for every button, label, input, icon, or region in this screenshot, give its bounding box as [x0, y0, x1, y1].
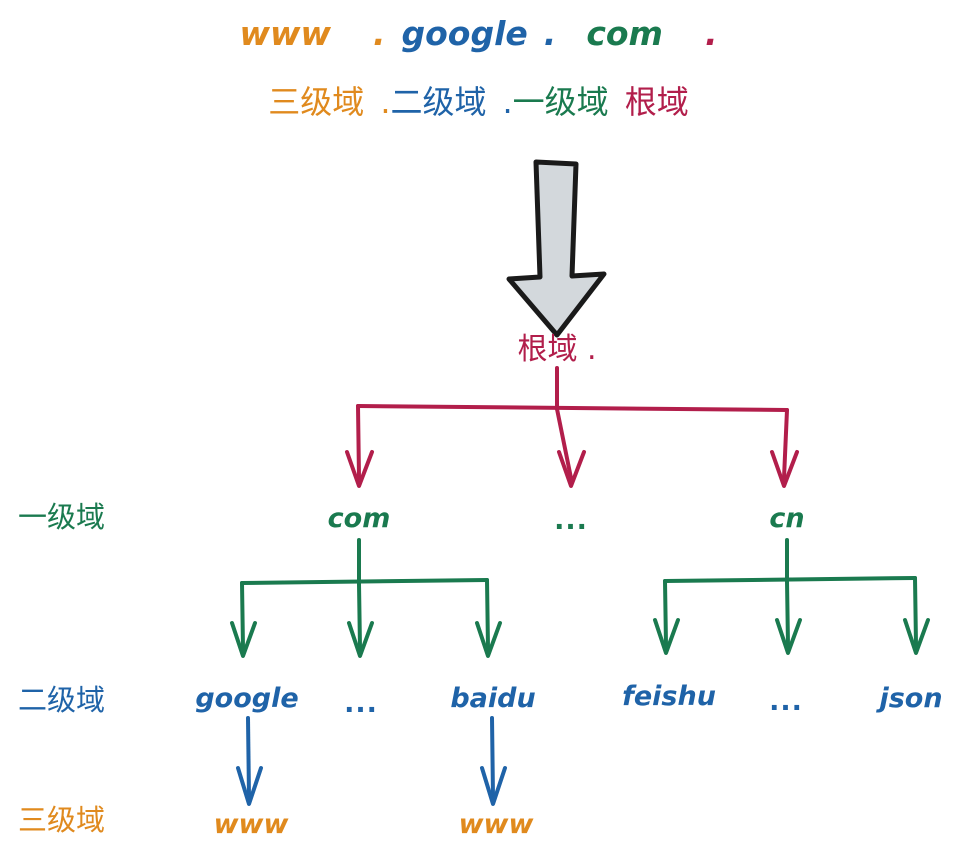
node-third-www-baidu[interactable]: www: [458, 809, 534, 840]
level-label-second: 二级域: [18, 683, 106, 717]
legend-second-level: 二级域: [390, 83, 487, 121]
level-label-first: 一级域: [18, 500, 106, 534]
node-tld-cn[interactable]: cn: [769, 503, 805, 534]
legend-dot-2: .: [502, 83, 513, 121]
node-sld-baidu[interactable]: baidu: [450, 683, 536, 714]
node-sld-ellipsis-right: ...: [769, 686, 803, 717]
node-sld-feishu[interactable]: feishu: [622, 681, 716, 712]
domain-dot-3: .: [704, 14, 718, 53]
legend-root-level: 根域: [624, 83, 689, 121]
legend-first-level: 一级域: [512, 83, 609, 121]
node-sld-google[interactable]: google: [195, 683, 299, 714]
domain-part-www: www: [239, 14, 331, 53]
level-label-third: 三级域: [18, 803, 106, 837]
domain-dot-1: .: [372, 14, 386, 53]
legend-dot-1: .: [380, 83, 391, 121]
node-third-www-google[interactable]: www: [213, 809, 289, 840]
node-tld-com[interactable]: com: [327, 503, 391, 534]
node-tld-ellipsis: ...: [554, 505, 588, 536]
domain-example-row: www. google. com.: [0, 14, 957, 53]
node-sld-ellipsis-left: ...: [344, 688, 378, 719]
legend-third-level: 三级域: [268, 83, 365, 121]
domain-dot-2: .: [543, 14, 557, 53]
node-root-domain[interactable]: 根域 .: [517, 332, 597, 367]
domain-level-legend-row: 三级域.二级域.一级域根域: [0, 84, 957, 121]
domain-part-com: com: [586, 14, 663, 53]
node-sld-json[interactable]: json: [879, 683, 943, 714]
domain-part-google: google: [401, 14, 528, 53]
